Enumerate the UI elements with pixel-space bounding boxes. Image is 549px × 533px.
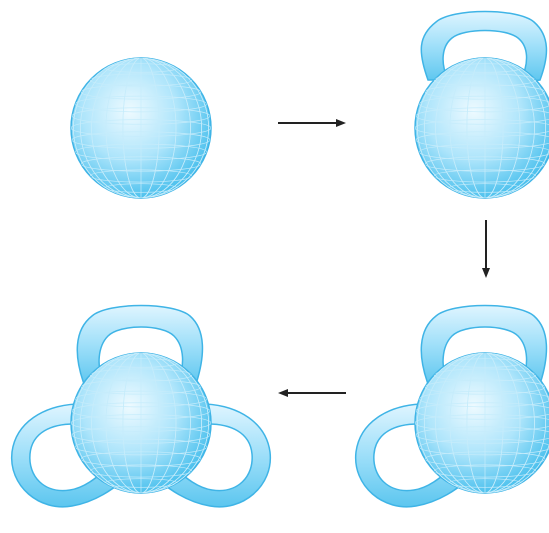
stage-sphere-one-handle <box>414 10 549 199</box>
sphere <box>70 352 212 494</box>
handle-top <box>420 10 548 83</box>
arrow-left <box>278 389 346 397</box>
stage-sphere <box>70 57 212 199</box>
sphere <box>414 352 549 494</box>
arrow-down <box>482 220 490 278</box>
stage-sphere-two-handles <box>355 304 549 508</box>
sphere <box>70 57 212 199</box>
sphere <box>414 57 549 199</box>
arrow-right <box>278 119 346 127</box>
stage-sphere-three-handles <box>11 304 271 508</box>
